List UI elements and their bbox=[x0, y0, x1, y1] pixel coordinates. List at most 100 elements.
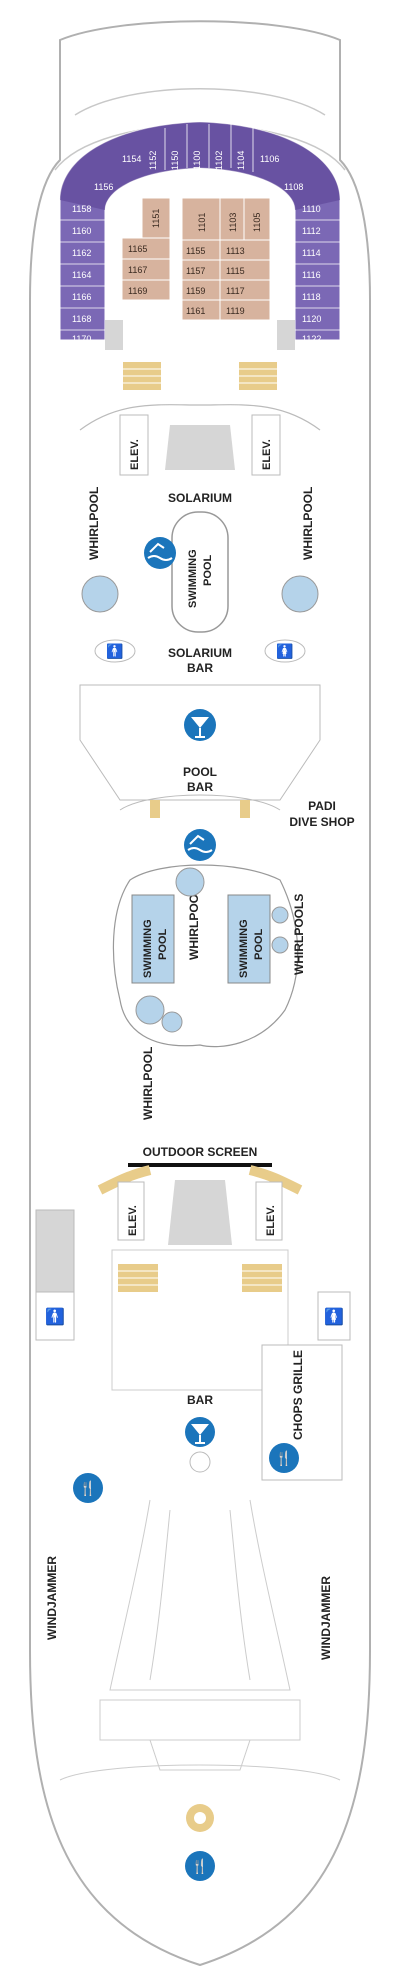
cabin-1158: 1158 bbox=[72, 204, 91, 214]
whirlpools-label: WHIRLPOOLS bbox=[292, 894, 306, 975]
whirlpool-center-label: WHIRLPOOL bbox=[187, 887, 201, 960]
cabin-1159: 1159 bbox=[186, 286, 205, 296]
cabin-1154: 1154 bbox=[122, 154, 141, 164]
whirlpool-left bbox=[81, 575, 119, 613]
pool-icon bbox=[184, 829, 216, 861]
cabin-dividers bbox=[60, 124, 340, 331]
windjammer-left-label: WINDJAMMER bbox=[45, 1556, 59, 1640]
outer-cabins-top: 1152 1150 1100 1102 1104 bbox=[148, 151, 246, 170]
bow-inner-line bbox=[74, 88, 326, 116]
cabin-1101: 1101 bbox=[197, 213, 207, 232]
windjammer-area bbox=[109, 1499, 291, 1691]
cabin-1155: 1155 bbox=[186, 246, 205, 256]
cabin-1150: 1150 bbox=[170, 151, 180, 170]
cabin-1166: 1166 bbox=[72, 292, 91, 302]
side-gray-left bbox=[35, 1209, 75, 1293]
restroom-icon: 🚹 bbox=[45, 1307, 65, 1326]
stairs-icon bbox=[118, 1264, 282, 1292]
cabin-1167: 1167 bbox=[128, 265, 147, 275]
cabin-1115: 1115 bbox=[226, 266, 245, 276]
cabin-1108: 1108 bbox=[284, 182, 303, 192]
pool-icon bbox=[144, 537, 176, 569]
cabin-1168: 1168 bbox=[72, 314, 91, 324]
elevator-right bbox=[251, 414, 281, 476]
elevator-left bbox=[119, 414, 149, 476]
whirlpool-right bbox=[281, 575, 319, 613]
cabin-1103: 1103 bbox=[228, 213, 238, 232]
cabin-1102: 1102 bbox=[214, 151, 224, 170]
restroom-icon: 🚺 bbox=[324, 1307, 344, 1326]
cabin-1105: 1105 bbox=[252, 213, 262, 232]
swimming-pool-right bbox=[227, 894, 271, 984]
dining-icon: 🍴 bbox=[185, 1851, 215, 1881]
elevator-right-label: ELEV. bbox=[261, 439, 273, 470]
pool-left-label-1: SWIMMING bbox=[142, 919, 154, 978]
cabin-1156: 1156 bbox=[94, 182, 113, 192]
cabin-1119: 1119 bbox=[226, 306, 245, 316]
svg-text:🚹: 🚹 bbox=[106, 643, 123, 660]
cabin-1106: 1106 bbox=[260, 154, 279, 164]
stairs-icon bbox=[240, 800, 250, 818]
padi-label-1: PADI bbox=[308, 799, 336, 813]
outer-cabins-left: 1154 1156 1158 1160 1162 1164 1166 1168 … bbox=[72, 154, 141, 344]
pool-bar-label-2: BAR bbox=[187, 780, 213, 794]
cabin-1117: 1117 bbox=[226, 286, 245, 296]
outdoor-screen bbox=[128, 1163, 272, 1167]
cabin-1122: 1122 bbox=[302, 334, 321, 344]
cabin-1112: 1112 bbox=[302, 226, 321, 236]
bar-counter bbox=[189, 1451, 211, 1473]
svg-text:🍴: 🍴 bbox=[191, 1858, 208, 1875]
cabin-1114: 1114 bbox=[302, 248, 321, 258]
cabin-1152: 1152 bbox=[148, 151, 158, 170]
bar-label: BAR bbox=[187, 1393, 213, 1407]
cabin-1160: 1160 bbox=[72, 226, 91, 236]
outdoor-screen-label: OUTDOOR SCREEN bbox=[143, 1145, 258, 1159]
cabin-1104: 1104 bbox=[236, 151, 246, 170]
pool-bar-label-1: POOL bbox=[183, 765, 217, 779]
elevator-left-label: ELEV. bbox=[129, 439, 141, 470]
cabin-1100: 1100 bbox=[192, 151, 202, 170]
svg-text:🚺: 🚺 bbox=[276, 643, 293, 660]
solarium-outline bbox=[79, 404, 321, 431]
whirlpool-lower-label: WHIRLPOOL bbox=[141, 1047, 155, 1120]
svg-text:🍴: 🍴 bbox=[275, 1450, 292, 1467]
stairs-icon bbox=[123, 362, 277, 390]
pool-left-label-2: POOL bbox=[157, 929, 169, 960]
stairs-icon bbox=[248, 1165, 303, 1195]
stairs-icon bbox=[97, 1165, 152, 1195]
whirlpool-bottom-a bbox=[135, 995, 165, 1025]
elevator-left-2-label: ELEV. bbox=[127, 1205, 139, 1236]
pool-right-label-1: SWIMMING bbox=[238, 919, 250, 978]
restroom-icon: 🚹 🚺 bbox=[94, 639, 306, 663]
whirlpool-right-label: WHIRLPOOL bbox=[301, 487, 315, 560]
elevator-left-2 bbox=[117, 1181, 145, 1241]
elevator-right-2 bbox=[255, 1181, 283, 1241]
service-area-left bbox=[105, 320, 123, 350]
solarium-pool-label-1: SWIMMING bbox=[187, 549, 199, 608]
cabin-1120: 1120 bbox=[302, 314, 321, 324]
cabin-1116: 1116 bbox=[302, 270, 321, 280]
whirlpool-bottom-b bbox=[161, 1011, 183, 1033]
whirlpool-top bbox=[175, 867, 205, 897]
cabin-1169: 1169 bbox=[128, 286, 147, 296]
cabin-1162: 1162 bbox=[72, 248, 91, 258]
whirlpool-right-b bbox=[271, 936, 289, 954]
chops-grille-label: CHOPS GRILLE bbox=[291, 1350, 305, 1440]
whirlpool-left-label: WHIRLPOOL bbox=[87, 487, 101, 560]
aft-stair-core bbox=[168, 1180, 232, 1245]
suite-arc-dark bbox=[60, 122, 340, 210]
cocktail-icon bbox=[184, 709, 216, 741]
service-area-right bbox=[277, 320, 295, 350]
stairs-icon bbox=[150, 800, 160, 818]
dining-icon: 🍴 bbox=[73, 1473, 103, 1503]
cabin-1161: 1161 bbox=[186, 306, 205, 316]
windjammer-right-label: WINDJAMMER bbox=[319, 1576, 333, 1660]
cabin-1151: 1151 bbox=[151, 209, 161, 228]
outer-cabins-right: 1106 1108 1110 1112 1114 1116 1118 1120 … bbox=[260, 154, 321, 344]
cabin-1164: 1164 bbox=[72, 270, 91, 280]
solarium-pool-label-2: POOL bbox=[202, 555, 214, 586]
cabin-1165: 1165 bbox=[128, 244, 147, 254]
solarium-pool-outline bbox=[171, 511, 229, 633]
pool-bar-area bbox=[79, 684, 321, 801]
